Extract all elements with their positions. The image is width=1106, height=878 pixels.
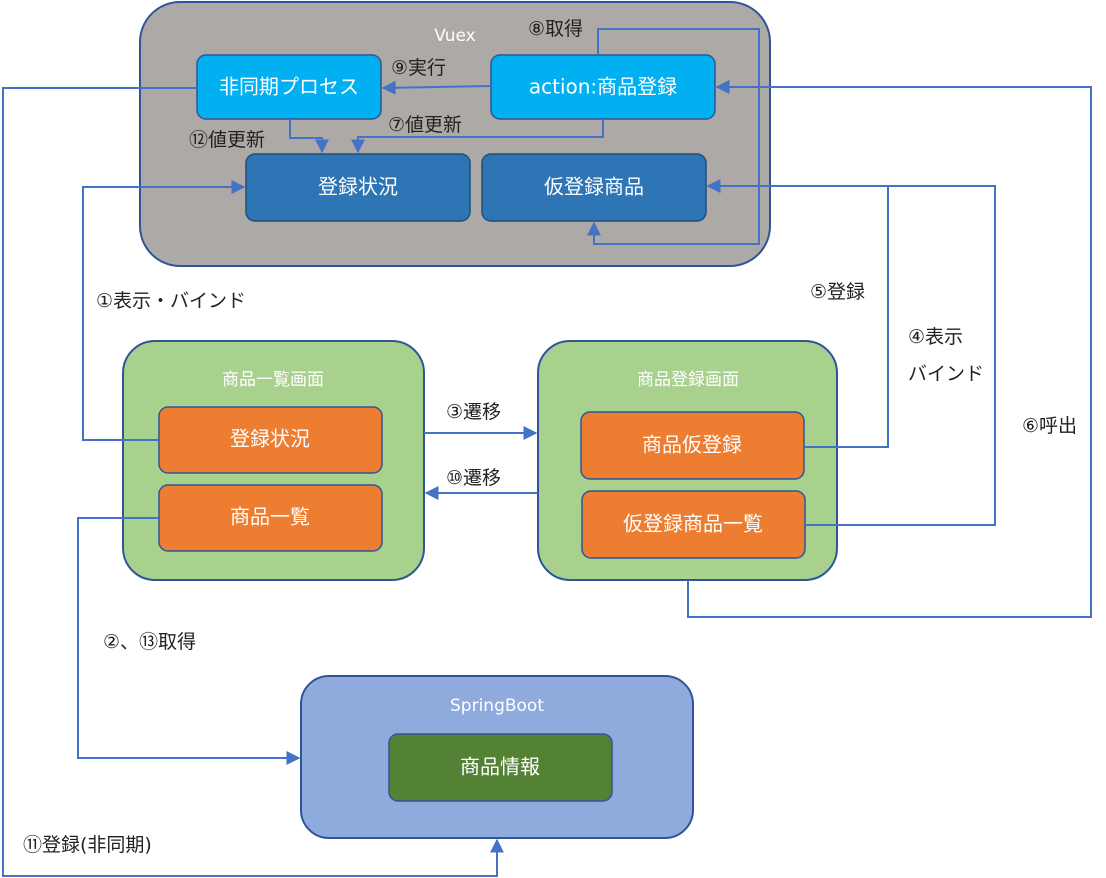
edge-label-6: ⑥呼出	[1022, 415, 1077, 437]
edge-4-display-bind	[706, 179, 996, 526]
edge-12-update	[289, 119, 329, 154]
node-vuex-status: 登録状況	[245, 153, 471, 222]
edge-label-4b: バインド	[908, 363, 984, 385]
node-async-process-label: 非同期プロセス	[219, 75, 359, 99]
node-product-info-label: 商品情報	[460, 755, 540, 779]
product-list-screen-title: 商品一覧画面	[222, 370, 324, 390]
product-register-screen-title: 商品登録画面	[637, 370, 739, 390]
edge-2-fetch	[77, 517, 301, 765]
node-temp-product-list-label: 仮登録商品一覧	[623, 512, 763, 536]
edge-8-fetch	[587, 28, 760, 245]
node-temp-register: 商品仮登録	[580, 411, 805, 480]
edge-label-4a: ④表示	[908, 326, 963, 348]
edge-label-2: ②、⑬取得	[103, 631, 196, 653]
edge-label-3: ③遷移	[446, 401, 501, 423]
edge-1-display-bind	[82, 180, 246, 441]
edge-label-1: ①表示・バインド	[96, 290, 246, 312]
node-async-process: 非同期プロセス	[196, 54, 382, 120]
node-action-register-label: action:商品登録	[529, 75, 677, 99]
edge-label-11: ⑪登録(非同期)	[23, 834, 152, 856]
node-vuex-temp-products-label: 仮登録商品	[544, 175, 644, 199]
edge-7-update	[351, 119, 604, 154]
edge-6-call	[687, 80, 1092, 618]
springboot-title: SpringBoot	[450, 696, 544, 716]
node-list-status: 登録状況	[158, 406, 383, 474]
node-temp-register-label: 商品仮登録	[642, 433, 742, 457]
edge-11-register-async	[2, 87, 504, 877]
edge-label-10: ⑩遷移	[446, 467, 501, 489]
edge-label-5: ⑤登録	[810, 281, 865, 303]
edge-label-8: ⑧取得	[528, 18, 583, 40]
edge-label-9: ⑨実行	[391, 57, 446, 79]
vuex-title: Vuex	[434, 26, 475, 46]
node-temp-product-list: 仮登録商品一覧	[581, 490, 806, 559]
node-vuex-temp-products: 仮登録商品	[481, 153, 707, 222]
node-action-register: action:商品登録	[490, 54, 716, 120]
node-list-products: 商品一覧	[158, 484, 383, 552]
node-list-products-label: 商品一覧	[230, 505, 310, 529]
edge-label-7: ⑦値更新	[388, 114, 462, 136]
edge-9-execute	[381, 80, 492, 95]
node-list-status-label: 登録状況	[230, 427, 310, 451]
node-vuex-status-label: 登録状況	[318, 175, 398, 199]
edge-label-12: ⑫値更新	[189, 129, 265, 151]
node-product-info: 商品情報	[388, 733, 613, 802]
